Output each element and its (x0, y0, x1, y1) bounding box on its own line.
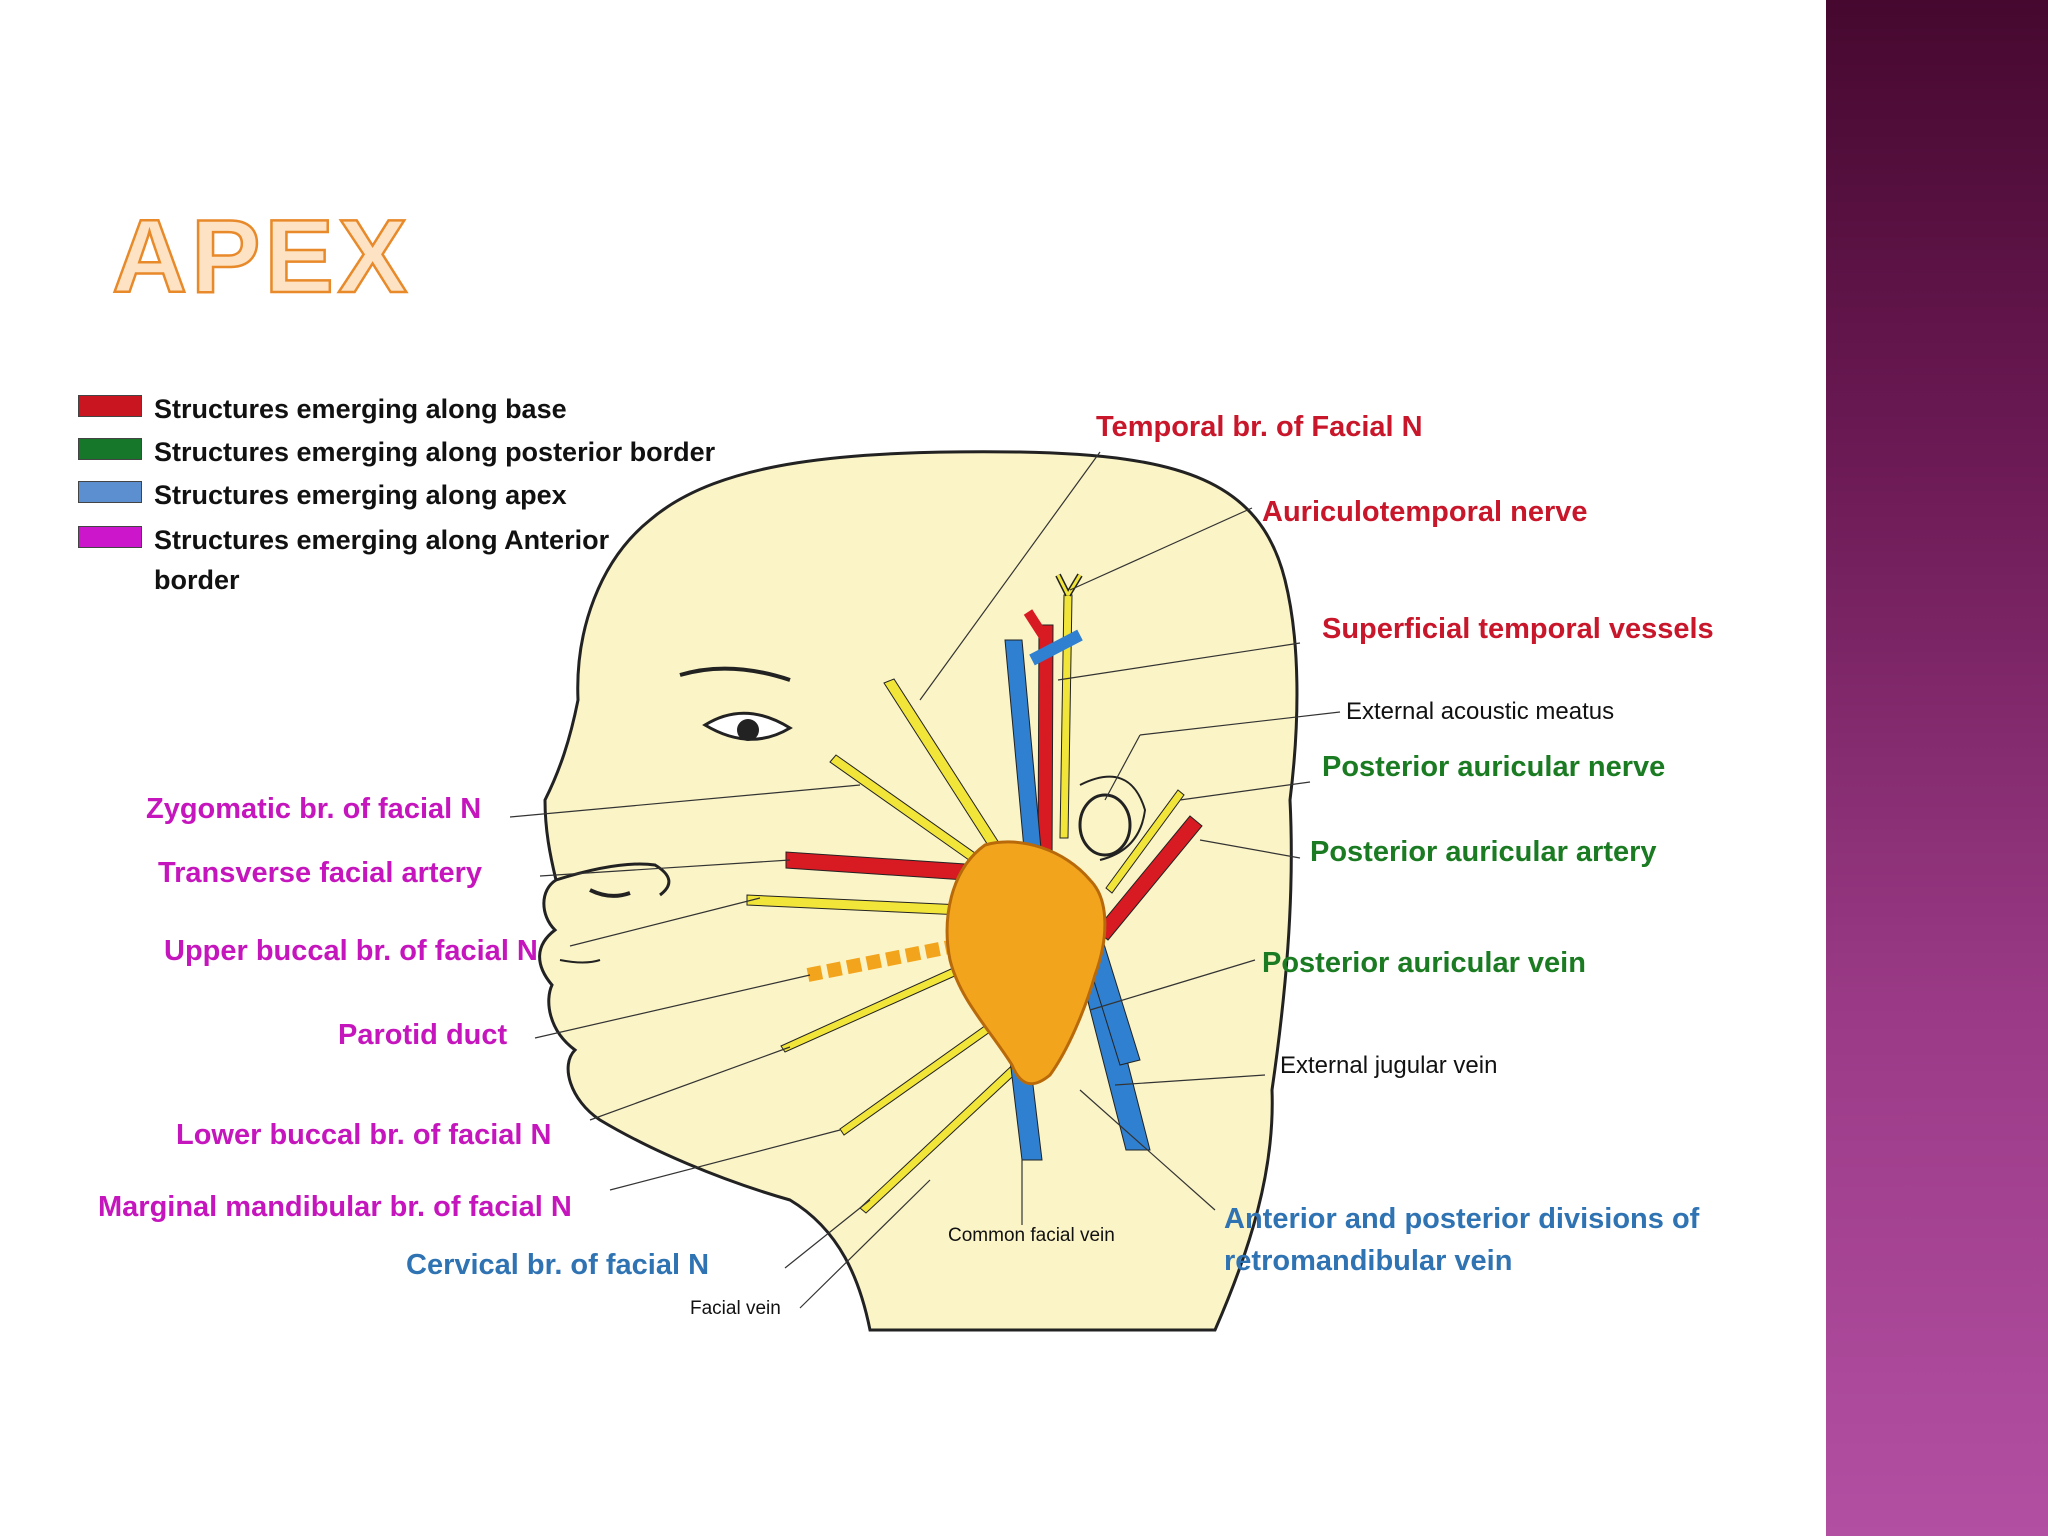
label-temporal-branch: Temporal br. of Facial N (1096, 411, 1423, 443)
label-marginal-mandibular-branch: Marginal mandibular br. of facial N (98, 1191, 572, 1223)
legend-item-posterior: Structures emerging along posterior bord… (78, 432, 715, 472)
label-zygomatic-branch: Zygomatic br. of facial N (146, 793, 482, 825)
legend-label-apex: Structures emerging along apex (154, 480, 567, 510)
label-posterior-auricular-vein: Posterior auricular vein (1262, 947, 1586, 979)
label-retromandibular-line2: retromandibular vein (1224, 1245, 1513, 1277)
label-external-jugular-vein: External jugular vein (1280, 1052, 1498, 1079)
label-external-acoustic-meatus: External acoustic meatus (1346, 698, 1615, 725)
label-parotid-duct: Parotid duct (338, 1019, 508, 1051)
slide-title: APEX (111, 199, 412, 315)
label-upper-buccal-branch: Upper buccal br. of facial N (164, 935, 538, 967)
label-facial-vein: Facial vein (690, 1298, 781, 1319)
legend-label-anterior: Structures emerging along Anterior borde… (154, 525, 610, 595)
artery-branch (1023, 609, 1051, 643)
label-cervical-branch: Cervical br. of facial N (406, 1249, 710, 1281)
label-common-facial-vein: Common facial vein (948, 1225, 1115, 1246)
legend-swatch-apex (78, 481, 142, 503)
parotid-gland (945, 840, 1107, 1086)
label-lower-buccal-branch: Lower buccal br. of facial N (176, 1119, 552, 1151)
leader-lines (509, 451, 1341, 1309)
legend-item-apex: Structures emerging along apex (78, 475, 567, 515)
parotid-diagram (509, 450, 1341, 1332)
legend-swatch-anterior (78, 526, 142, 548)
legend-item-base: Structures emerging along base (78, 389, 567, 429)
label-retromandibular-line1: Anterior and posterior divisions of (1224, 1203, 1700, 1235)
label-superficial-temporal-vessels: Superficial temporal vessels (1322, 613, 1714, 645)
legend-swatch-posterior (78, 438, 142, 460)
label-auriculotemporal-nerve: Auriculotemporal nerve (1262, 496, 1588, 528)
lip-line (559, 959, 601, 964)
legend-item-anterior: Structures emerging along Anterior borde… (78, 520, 644, 600)
nose-contour (555, 862, 671, 897)
temporal-vein-branch (1029, 629, 1083, 666)
posterior-auricular-nerve (1105, 789, 1185, 894)
decorative-side-bar (1826, 0, 2048, 1536)
iris (737, 719, 759, 741)
legend-label-posterior: Structures emerging along posterior bord… (154, 437, 716, 467)
head-silhouette (538, 450, 1299, 1332)
legend-swatch-base (78, 395, 142, 417)
label-posterior-auricular-artery: Posterior auricular artery (1310, 836, 1657, 868)
ear-meatus (1078, 793, 1132, 857)
legend-label-base: Structures emerging along base (154, 394, 567, 424)
facial-nerve-branches (746, 594, 1185, 1214)
label-posterior-auricular-nerve: Posterior auricular nerve (1322, 751, 1666, 783)
label-transverse-facial-artery: Transverse facial artery (158, 857, 483, 889)
posterior-auricular-artery (1095, 815, 1203, 941)
eyebrow (679, 666, 791, 682)
nostril (589, 888, 631, 898)
parotid-duct (806, 938, 962, 982)
ear-outline (1079, 775, 1147, 861)
